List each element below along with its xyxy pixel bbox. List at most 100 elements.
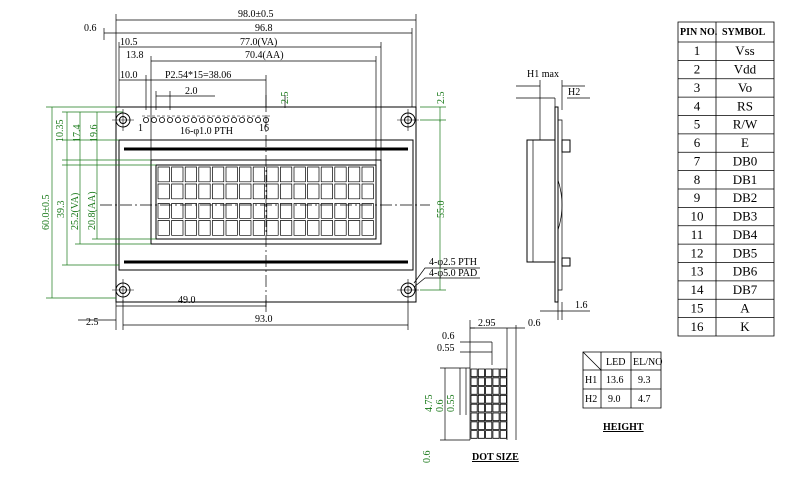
dot-cell: [486, 404, 492, 412]
dim-holes-pth: 4-φ2.5 PTH: [429, 257, 477, 268]
dot-cell: [471, 395, 477, 403]
mount-hole-br: [397, 279, 419, 301]
pin-number: 15: [691, 301, 704, 316]
dot-size-caption: DOT SIZE: [472, 452, 519, 463]
dim-0-6: 0.6: [84, 23, 97, 34]
char-cell: [294, 184, 305, 199]
dim-2-5-right: 2.5: [436, 92, 447, 105]
pin-table-header-pin: PIN NO.: [680, 27, 718, 38]
char-cell: [185, 167, 196, 182]
dot-cell: [493, 395, 499, 403]
pin-number: 1: [694, 43, 701, 58]
dim-17-4: 17.4: [72, 125, 83, 143]
side-view: [516, 80, 590, 320]
char-cell: [335, 184, 346, 199]
char-cell: [172, 204, 183, 219]
char-cell: [348, 184, 359, 199]
dot-cell: [500, 431, 506, 439]
pin-symbol: DB1: [733, 172, 758, 187]
char-cell: [280, 204, 291, 219]
char-cell: [321, 204, 332, 219]
dim-96-8: 96.8: [255, 23, 273, 34]
right-dimensions: [420, 107, 446, 290]
mount-hole-tr: [397, 109, 419, 131]
char-cell: [185, 221, 196, 236]
pin-symbol: A: [740, 301, 750, 316]
dim-va-width: 77.0(VA): [240, 37, 277, 48]
pin-number: 9: [694, 190, 701, 205]
height-header-led: LED: [606, 357, 625, 368]
char-cell: [253, 221, 264, 236]
mount-hole-tl: [112, 109, 134, 131]
dot-cell: [486, 369, 492, 377]
pin-number: 6: [694, 135, 701, 150]
pin-number: 2: [694, 62, 701, 77]
char-cell: [212, 167, 223, 182]
char-cell: [335, 221, 346, 236]
dot-cell: [486, 395, 492, 403]
char-cell: [267, 167, 278, 182]
dot-dim-0-6-left: 0.6: [435, 400, 446, 413]
pin-hole: [239, 117, 244, 122]
pin-hole: [175, 117, 180, 122]
char-cell: [172, 184, 183, 199]
pin-hole: [207, 117, 212, 122]
height-row-h2-el: 4.7: [638, 394, 651, 405]
pin-symbol: DB3: [733, 209, 758, 224]
pin-symbol: Vo: [738, 80, 752, 95]
pin-number: 7: [694, 154, 701, 169]
dot-cell: [471, 369, 477, 377]
dot-cell: [486, 431, 492, 439]
char-cell: [226, 221, 237, 236]
dot-cell: [478, 431, 484, 439]
pin-number: 12: [691, 245, 704, 260]
pin-symbol: DB7: [733, 282, 758, 297]
dim-55-0: 55.0: [436, 201, 447, 219]
dot-cell: [471, 387, 477, 395]
dim-h2: H2: [568, 87, 580, 98]
pin-number: 10: [691, 209, 704, 224]
char-cell: [172, 221, 183, 236]
pin-number: 16: [691, 319, 705, 334]
dot-cell: [478, 413, 484, 421]
dot-dim-0-55-left: 0.55: [446, 395, 457, 413]
pin-number: 14: [691, 282, 705, 297]
char-cell: [280, 184, 291, 199]
char-cell: [267, 204, 278, 219]
dot-dim-2-95: 2.95: [478, 318, 496, 329]
character-grid: [158, 167, 373, 235]
dim-pins-label: 16-φ1.0 PTH: [180, 126, 233, 137]
dot-cell: [493, 404, 499, 412]
dot-cell: [500, 387, 506, 395]
char-cell: [226, 204, 237, 219]
dot-cell: [478, 387, 484, 395]
dot-cell: [493, 422, 499, 430]
pin-number: 13: [691, 264, 704, 279]
dot-cell: [478, 404, 484, 412]
dot-matrix: [471, 369, 506, 438]
dim-holes-pad: 4-φ5.0 PAD: [429, 268, 477, 279]
pin-hole: [199, 117, 204, 122]
dot-cell: [478, 369, 484, 377]
dot-cell: [478, 378, 484, 386]
dim-aa-width: 70.4(AA): [245, 50, 284, 61]
char-cell: [240, 204, 251, 219]
char-cell: [362, 167, 373, 182]
char-cell: [348, 221, 359, 236]
height-row-h2-label: H2: [585, 394, 597, 405]
char-cell: [185, 204, 196, 219]
dim-10-5: 10.5: [120, 37, 138, 48]
dim-19-6: 19.6: [89, 125, 100, 143]
char-cell: [280, 221, 291, 236]
dim-overall-width: 98.0±0.5: [238, 9, 274, 20]
dim-39-3: 39.3: [56, 201, 67, 219]
pin-symbol: RS: [737, 98, 753, 113]
bottom-dimensions: [78, 300, 408, 330]
char-cell: [321, 184, 332, 199]
char-cell: [335, 167, 346, 182]
char-cell: [158, 204, 169, 219]
dim-aa-height: 20.8(AA): [87, 191, 98, 230]
height-row-h1-el: 9.3: [638, 375, 651, 386]
char-cell: [362, 204, 373, 219]
